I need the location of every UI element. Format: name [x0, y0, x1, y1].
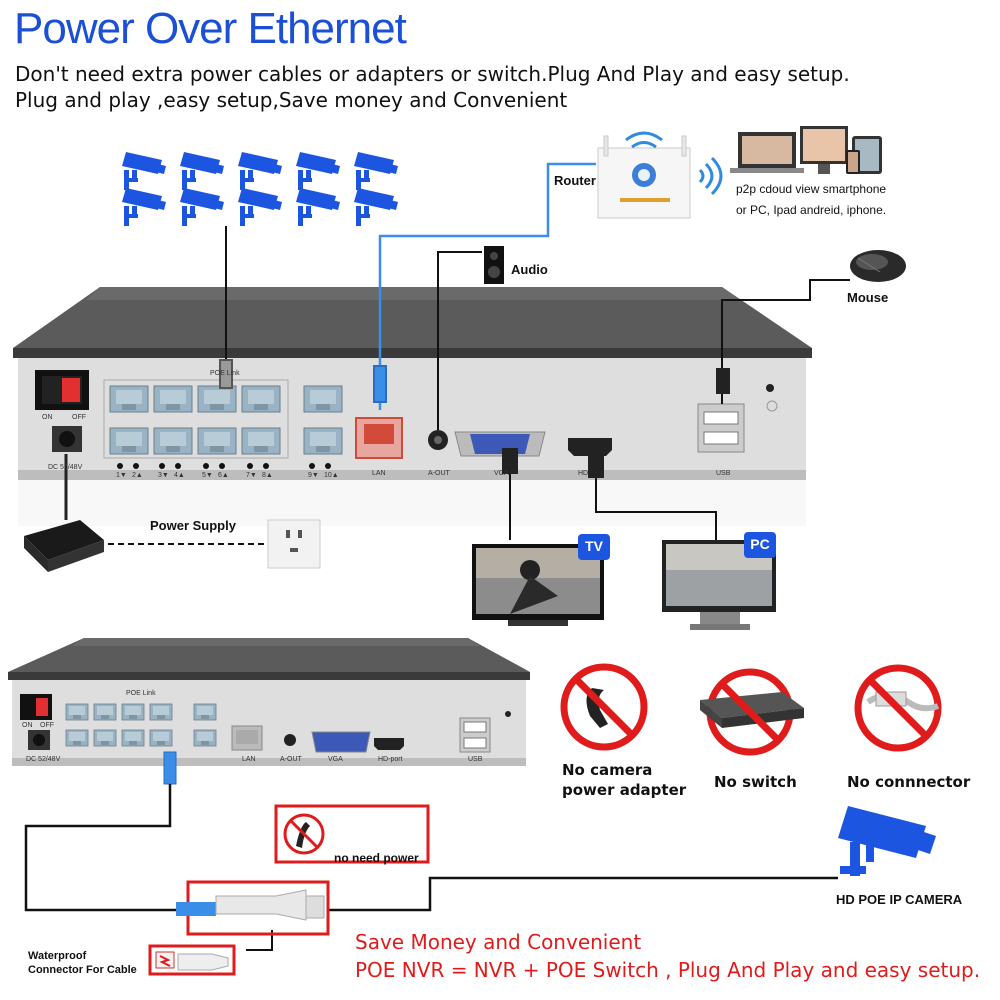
- camera-icon: [122, 152, 166, 190]
- cables-top: [64, 162, 850, 545]
- camera-icon: [354, 152, 398, 190]
- lan-label: LAN: [372, 470, 386, 477]
- no-adapter-icon: [560, 663, 648, 751]
- cables-bottom: [24, 751, 838, 951]
- on-label-bottom: ON: [22, 722, 33, 729]
- camera-icon: [296, 152, 340, 190]
- no-switch-icon: [700, 668, 804, 756]
- hd-label-bottom: HD-port: [378, 756, 403, 763]
- camera-icon: [296, 188, 340, 226]
- port-number-6: 6▲: [218, 472, 229, 479]
- vga-label: VGA: [494, 470, 509, 477]
- dc-label-bottom: DC 52/48V: [26, 756, 61, 763]
- port-number-3: 3▼: [158, 472, 169, 479]
- port-number-10: 10▲: [324, 472, 339, 479]
- no-connector-label: No connnector: [847, 773, 971, 791]
- page-title: Power Over Ethernet: [14, 4, 407, 53]
- no-need-power-label: no need power: [334, 851, 419, 865]
- waterproof-label-2: Connector For Cable: [28, 964, 137, 976]
- p2p-line-1: p2p cdoud view smartphone: [736, 182, 887, 196]
- lan-label-bottom: LAN: [242, 756, 256, 763]
- footer-line-2: POE NVR = NVR + POE Switch , Plug And Pl…: [355, 958, 981, 982]
- wifi-icon: [698, 156, 723, 196]
- port-number-2: 2▲: [132, 472, 143, 479]
- power-adapter-icon: [24, 520, 104, 572]
- pc-badge: [744, 532, 776, 558]
- camera-icon: [180, 188, 224, 226]
- nvr-top-unit: [13, 287, 812, 526]
- camera-icon-grid: [122, 152, 398, 226]
- router-label: Router: [554, 173, 596, 188]
- off-label-bottom: OFF: [40, 722, 54, 729]
- subtitle-line-1: Don't need extra power cables or adapter…: [15, 62, 850, 86]
- audio-label: Audio: [511, 262, 548, 277]
- waterproof-connector-box: [176, 880, 330, 936]
- camera-icon: [122, 188, 166, 226]
- mouse-icon: [850, 250, 906, 282]
- port-number-9: 9▼: [308, 472, 319, 479]
- small-connector-box: [148, 944, 236, 976]
- no-connector-icon: [854, 664, 942, 752]
- router-icon: [597, 131, 691, 219]
- power-supply-label: Power Supply: [150, 518, 236, 533]
- camera-icon: [354, 188, 398, 226]
- hd-poe-camera-label: HD POE IP CAMERA: [836, 892, 963, 907]
- subtitle-line-2: Plug and play ,easy setup,Save money and…: [15, 88, 568, 112]
- hd-label: HD: [578, 470, 589, 477]
- usb-label: USB: [716, 470, 731, 477]
- poe-link-label: POE Link: [210, 370, 240, 377]
- speaker-icon: [484, 246, 504, 284]
- no-need-power-box: [274, 804, 430, 864]
- port-number-5: 5▼: [202, 472, 213, 479]
- vga-label-bottom: VGA: [328, 756, 343, 763]
- on-label: ON: [42, 414, 53, 421]
- nvr-bottom-unit: [8, 638, 530, 766]
- port-number-7: 7▼: [246, 472, 257, 479]
- poe-link-label-bottom: POE Link: [126, 690, 156, 697]
- camera-icon: [238, 188, 282, 226]
- no-camera-adapter-label-1: No camera: [562, 761, 653, 779]
- camera-icon: [180, 152, 224, 190]
- tv-badge: [578, 534, 610, 560]
- footer-line-1: Save Money and Convenient: [355, 930, 642, 954]
- p2p-line-2: or PC, Ipad andreid, iphone.: [736, 203, 887, 217]
- aout-label-bottom: A-OUT: [280, 756, 302, 763]
- off-label: OFF: [72, 414, 86, 421]
- mouse-label: Mouse: [847, 290, 889, 305]
- dc-label: DC 52/48V: [48, 464, 83, 471]
- camera-icon: [238, 152, 282, 190]
- port-number-4: 4▲: [174, 472, 185, 479]
- pc-badge-label: PC: [750, 536, 770, 552]
- wall-socket-icon: [267, 519, 321, 569]
- devices-icon: [730, 126, 882, 174]
- no-camera-adapter-label-2: power adapter: [562, 781, 687, 799]
- usb-label-bottom: USB: [468, 756, 483, 763]
- hd-poe-camera-icon: [838, 806, 936, 876]
- no-switch-label: No switch: [714, 773, 797, 791]
- port-number-1: 1▼: [116, 472, 127, 479]
- waterproof-label-1: Waterproof: [28, 950, 87, 962]
- tv-badge-label: TV: [585, 538, 603, 554]
- port-number-8: 8▲: [262, 472, 273, 479]
- aout-label: A-OUT: [428, 470, 450, 477]
